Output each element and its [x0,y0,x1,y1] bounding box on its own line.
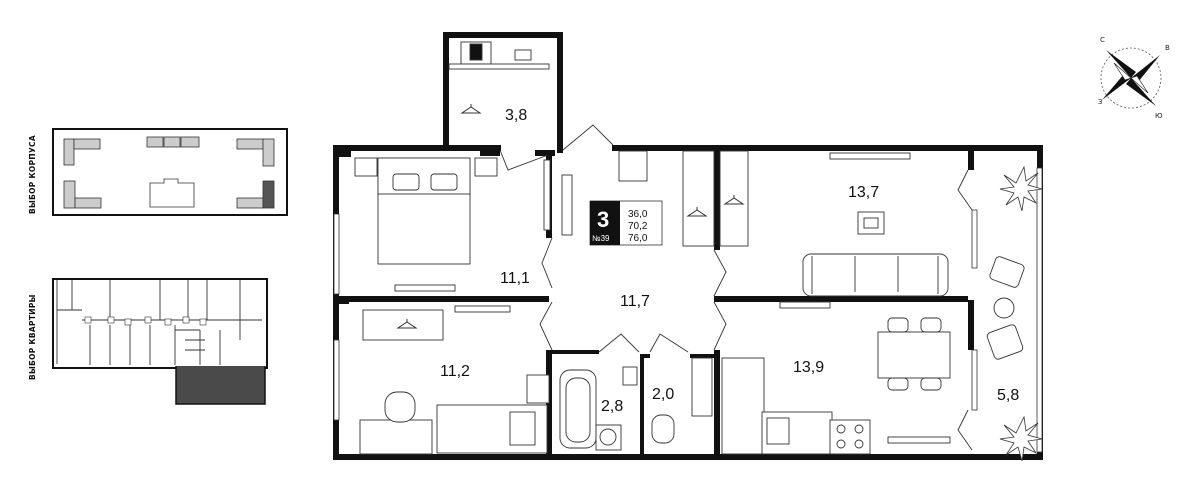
sofa-icon [802,253,949,297]
apartment-info-badge[interactable] [589,200,663,246]
furniture [354,41,1025,455]
total-area-with-balcony: 76,0 [628,233,648,244]
compass-north: С [1100,36,1105,44]
compass-east: В [1165,44,1170,52]
selected-apartment-section[interactable] [176,366,265,404]
apartment-selector[interactable] [52,278,268,405]
building-selector[interactable] [52,128,288,216]
doors [499,124,973,451]
building-block-6-selected[interactable] [236,180,275,209]
rooms-count: 3 [597,207,609,232]
building-block-4[interactable] [63,180,102,209]
room-area-hall: 11,7 [620,293,650,310]
building-block-5[interactable] [149,178,195,208]
plant-icon [999,165,1043,462]
compass-south: Ю [1155,112,1163,120]
windows [333,167,1043,453]
room-area-wardrobe: 3,8 [505,107,527,124]
room-area-bath: 2,8 [601,398,623,415]
building-block-3[interactable] [236,138,275,167]
room-area-bedroom: 11,1 [500,270,530,287]
room-area-child: 11,2 [440,363,470,380]
tv-icon [829,152,911,160]
living-area: 36,0 [628,209,648,220]
room-area-balcony: 5,8 [997,387,1019,404]
total-area: 70,2 [628,221,648,232]
room-area-wc: 2,0 [652,386,674,403]
toilet-icon [651,414,675,444]
apartment-number: №39 [592,234,610,243]
hanger-icon [396,104,745,329]
compass-icon [1100,47,1162,109]
compass-west: З [1098,98,1103,106]
building-block-1[interactable] [63,138,101,166]
room-area-kitchen: 13,9 [793,359,824,376]
dining-table-icon [877,331,951,379]
room-area-living: 13,7 [848,184,879,201]
building-block-2[interactable] [146,136,200,148]
